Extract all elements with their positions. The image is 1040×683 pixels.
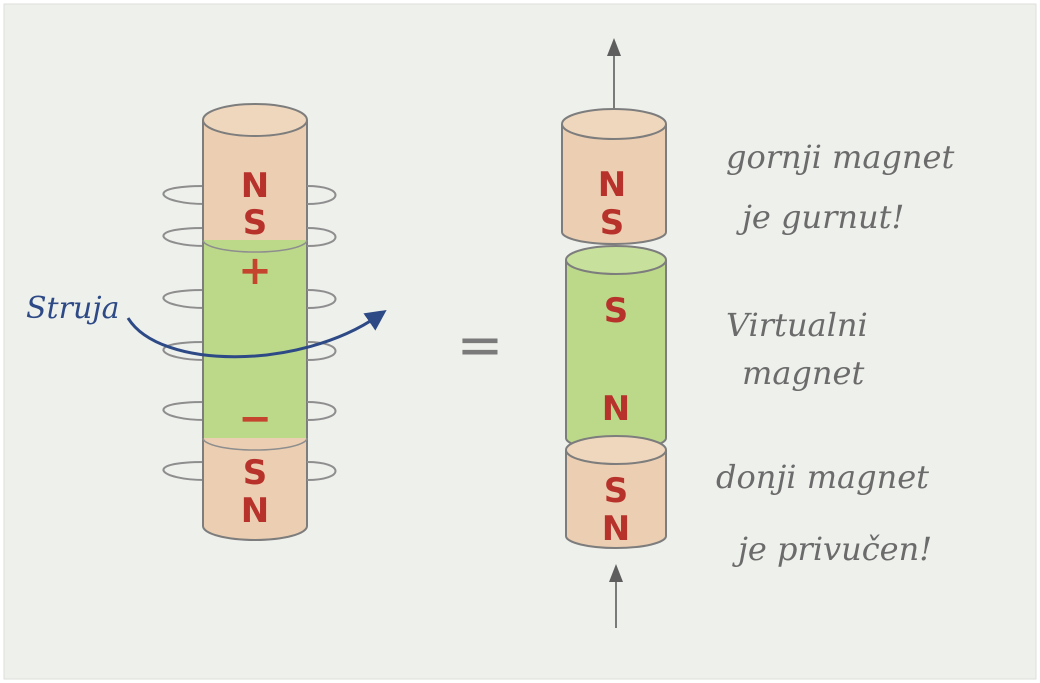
paper-background [3, 3, 1037, 680]
right-bottom-pole-s: S [604, 471, 629, 511]
plus-sign: + [238, 248, 272, 294]
coil-loops-back [162, 185, 206, 481]
right-equivalent-magnets: N S S N S N [561, 38, 667, 628]
note-top-line-1: gornji magnet [726, 138, 954, 176]
right-bottom-pole-n: N [602, 509, 630, 549]
right-bottom-magnet [565, 435, 667, 549]
left-cylinder [202, 103, 308, 541]
current-direction-arrow [126, 310, 387, 359]
left-top-ellipse [202, 103, 308, 137]
left-bottom-pole-n: N [241, 491, 269, 531]
virtual-pole-s: S [604, 291, 629, 331]
notes: gornji magnet je gurnut! Virtualni magne… [716, 138, 954, 568]
pull-arrow-head [609, 564, 623, 582]
left-bottom-magnet-body [203, 438, 307, 526]
right-top-pole-s: S [600, 203, 625, 243]
coil-loops-front [306, 185, 337, 481]
equals-sign: = [457, 313, 504, 378]
note-bottom-line-1: donji magnet [716, 458, 929, 496]
note-middle-line-1: Virtualni [726, 306, 868, 344]
left-core-body [203, 240, 307, 438]
left-bottom-pole-s: S [243, 453, 268, 493]
note-bottom-line-2: je privučen! [732, 530, 932, 568]
left-electromagnet: N S + − S N [162, 103, 337, 541]
note-top-line-2: je gurnut! [736, 198, 904, 236]
virtual-pole-n: N [602, 389, 630, 429]
right-top-pole-n: N [598, 165, 626, 205]
right-top-magnet [561, 108, 667, 245]
minus-sign: − [238, 396, 272, 442]
push-arrow-head [607, 38, 621, 56]
left-top-pole-s: S [243, 203, 268, 243]
left-top-pole-n: N [241, 166, 269, 206]
current-label: Struja [26, 291, 119, 326]
left-top-magnet-body [203, 120, 307, 240]
note-middle-line-2: magnet [742, 354, 864, 392]
